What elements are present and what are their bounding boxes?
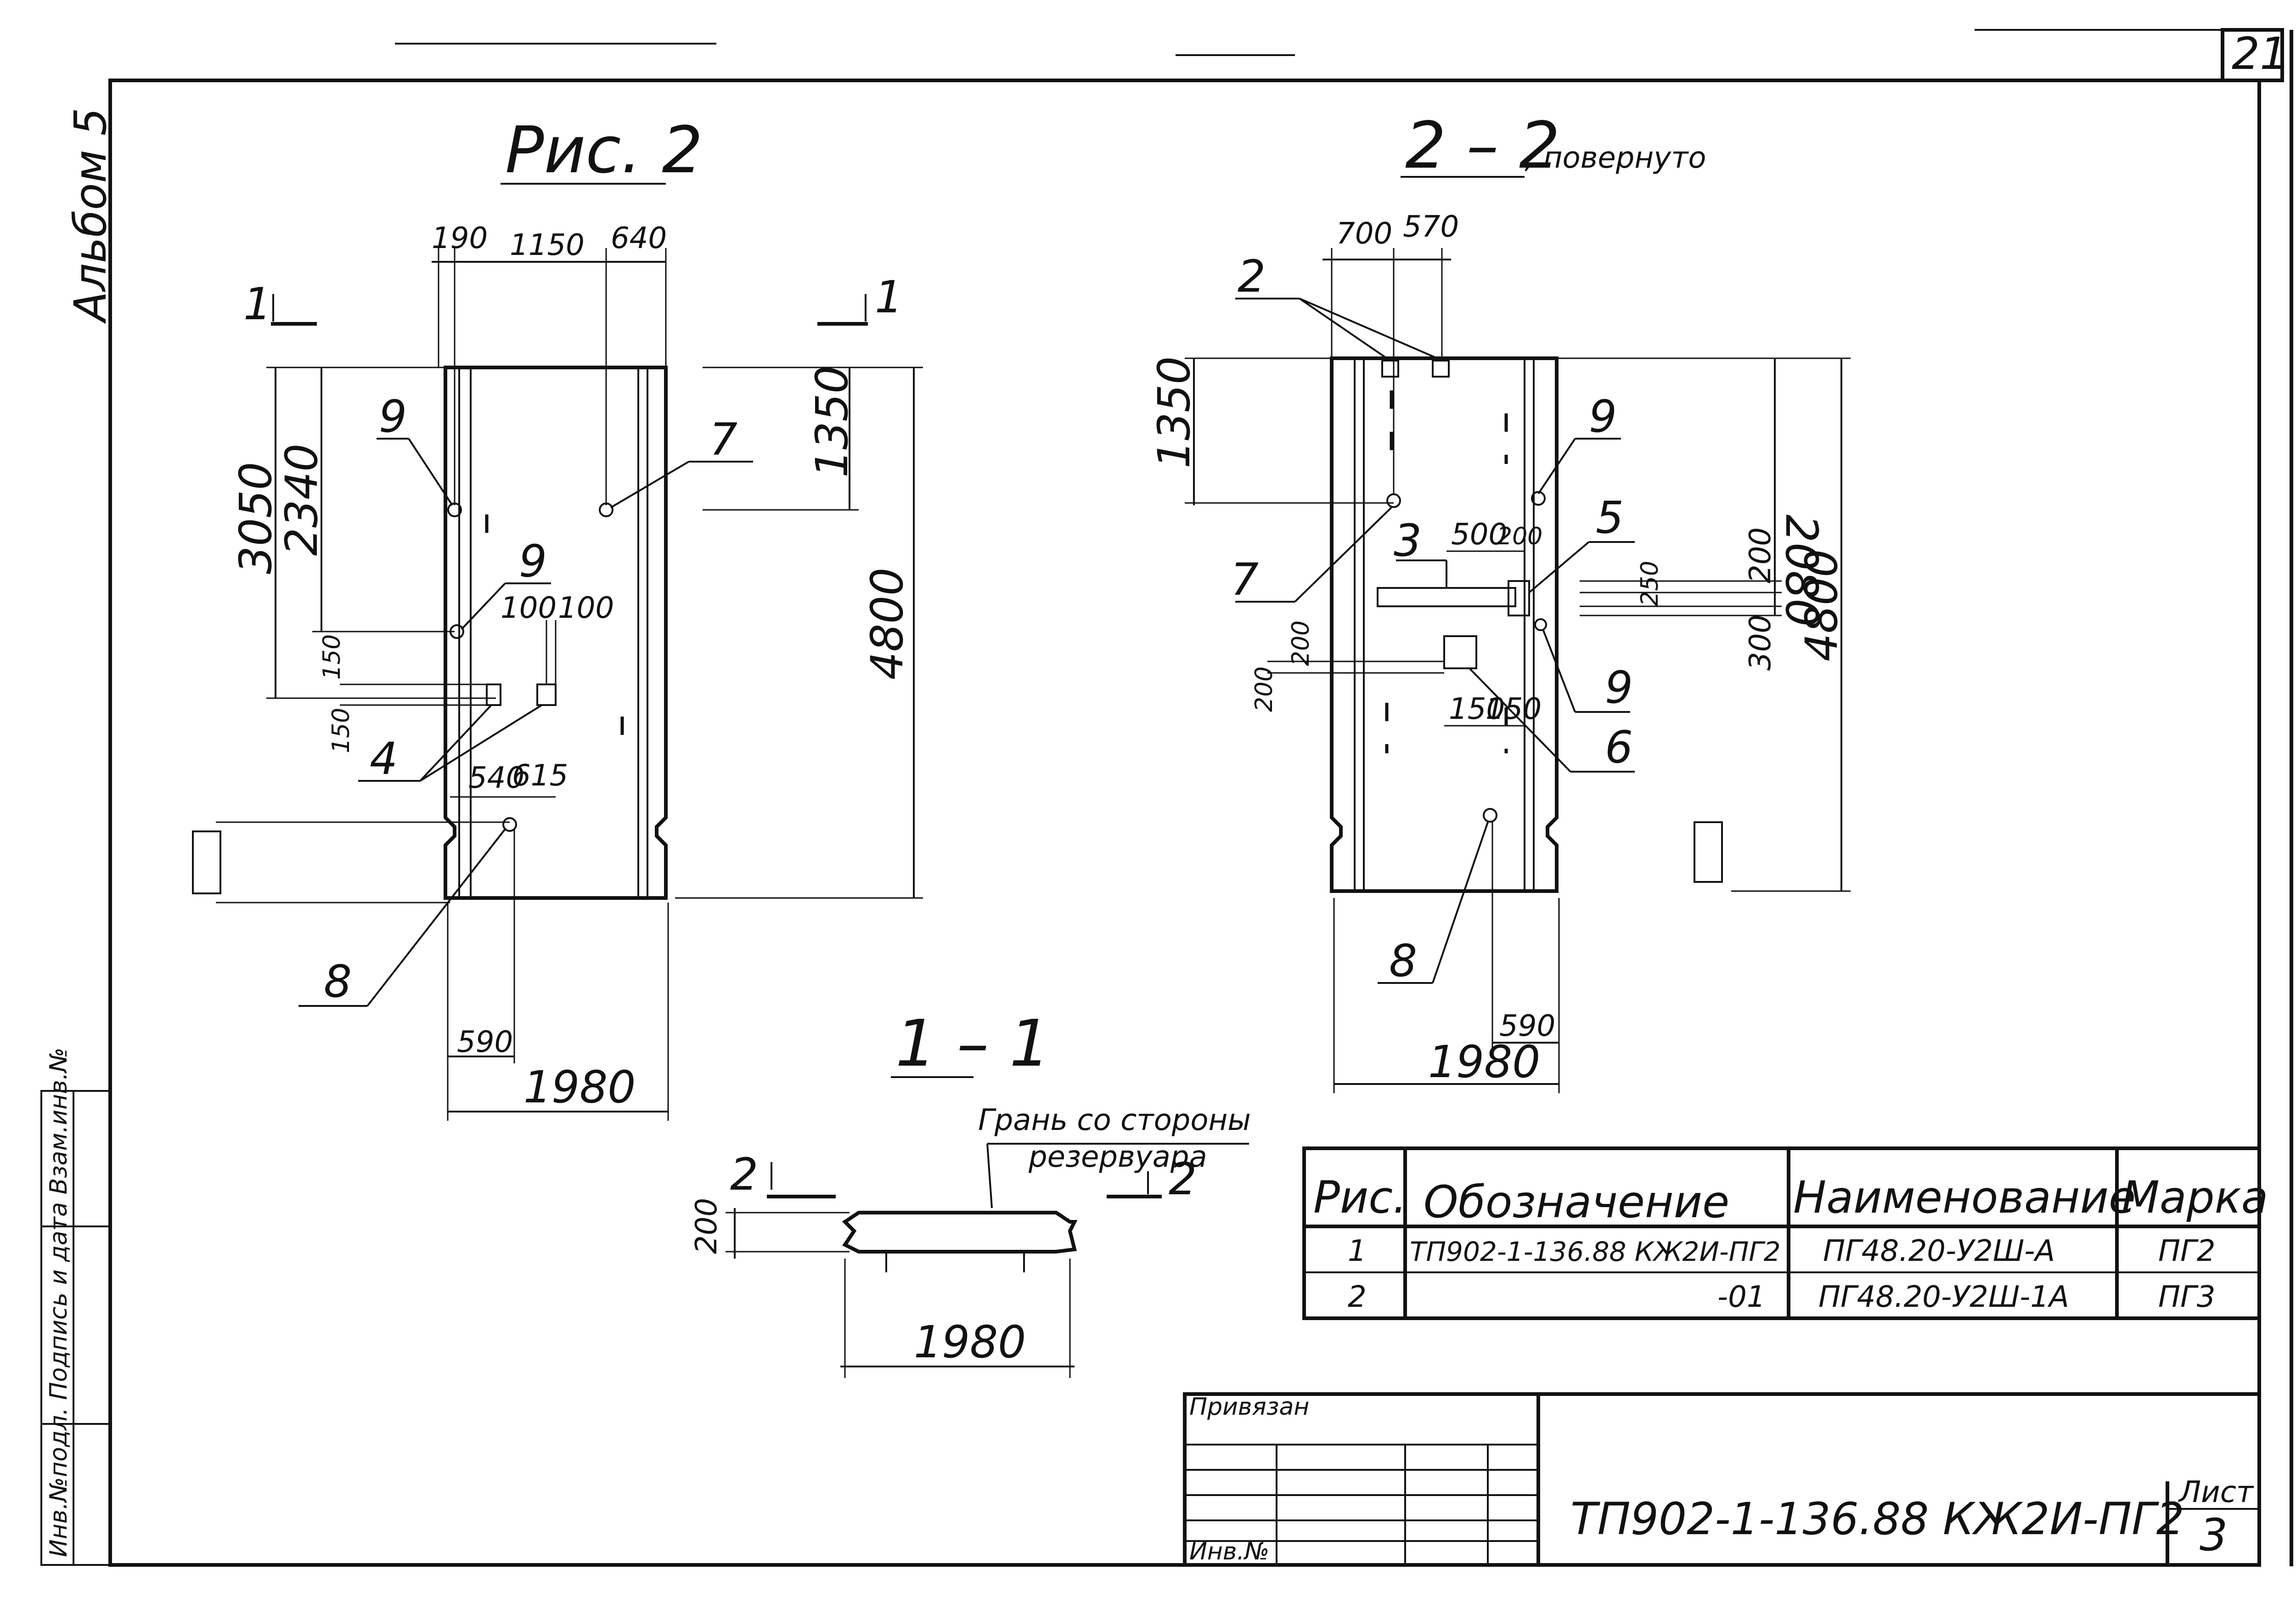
sec11-mark-left: 2	[730, 1149, 758, 1200]
section-1-1-drawing: 1 – 1 Грань со стороны резервуара 2 2 20…	[690, 1006, 1251, 1378]
fig2-dim-100a: 100	[501, 591, 557, 625]
fig2-dim-1980: 1980	[523, 1062, 636, 1113]
fig2-dim-1350: 1350	[806, 366, 858, 478]
fig2-callout-9b: 9	[519, 536, 547, 587]
side-stamp	[40, 1090, 111, 1566]
sec22-callout-6: 6	[1605, 722, 1633, 773]
sec22-dim-150a: 150	[1449, 692, 1505, 726]
sec22-dim-250: 250	[1636, 561, 1664, 606]
fig2-drawing: Рис. 2 1 1 190 1150 640	[192, 113, 923, 1121]
fig2-dim-100b: 100	[558, 591, 614, 625]
sec22-callout-2: 2	[1238, 251, 1266, 302]
sec22-callout-9a: 9	[1589, 391, 1617, 442]
spec-row2-fig: 2	[1348, 1280, 1367, 1314]
spec-row2-designation: -01	[1717, 1280, 1766, 1314]
fig2-callout-4: 4	[370, 733, 398, 785]
sec22-subtitle: , повернуто	[1525, 141, 1706, 175]
sec22-dim-200b: 200	[1250, 666, 1278, 712]
sec22-dim-4800: 4800	[1796, 549, 1847, 661]
fig2-callout-9a: 9	[379, 391, 407, 442]
fig2-callout-8: 8	[324, 956, 352, 1007]
sec22-title: 2 – 2	[1405, 108, 1560, 183]
fig2-dim-540: 540	[468, 761, 524, 795]
spec-row1-mark: ПГ2	[2158, 1234, 2216, 1268]
spec-header-designation: Обозначение	[1424, 1176, 1729, 1228]
sec11-dim-1980: 1980	[914, 1316, 1026, 1368]
spec-row2-name: ПГ48.20-У2Ш-1А	[1818, 1280, 2069, 1314]
sec11-note-line1: Грань со стороны	[978, 1103, 1251, 1137]
fig2-dim-150a: 150	[318, 634, 346, 680]
section-2-2-drawing: 2 – 2 , повернуто 700 570	[1148, 108, 1851, 1093]
sec11-title: 1 – 1	[895, 1006, 1050, 1081]
title-block-designation: ТП902-1-136.88 КЖ2И-ПГ2	[1570, 1493, 2184, 1545]
fig2-dim-615: 615	[512, 759, 568, 793]
sec22-dim-150b: 150	[1486, 692, 1542, 726]
fig2-title: Рис. 2	[505, 113, 703, 188]
sec22-dim-200: 200	[1744, 527, 1778, 583]
title-block-privyazan: Привязан	[1189, 1393, 1309, 1421]
fig2-dim-3050: 3050	[230, 462, 281, 574]
sec11-dim-200: 200	[690, 1198, 724, 1254]
fig2-dim-2340: 2340	[276, 444, 327, 556]
side-stamp-text: Инв.№подл. Подпись и дата Взам.инв.№	[45, 1048, 73, 1557]
sec22-dim-1350: 1350	[1148, 356, 1200, 469]
fig2-dim-1150: 1150	[510, 228, 585, 262]
sec22-callout-5: 5	[1596, 492, 1624, 543]
sec22-dim-700: 700	[1336, 217, 1392, 251]
sec22-callout-3: 3	[1394, 515, 1422, 566]
fig2-dim-190: 190	[432, 221, 488, 255]
spec-row1-name: ПГ48.20-У2Ш-А	[1823, 1234, 2055, 1268]
spec-header-fig: Рис.	[1313, 1172, 1407, 1223]
title-block	[1183, 1392, 2259, 1567]
sec11-note-line2: резервуара	[1028, 1140, 1207, 1174]
spec-row2-mark: ПГ3	[2158, 1280, 2216, 1314]
sec22-dim-200a: 200	[1287, 621, 1315, 666]
sec22-callout-7: 7	[1231, 554, 1259, 605]
fig2-dim-150b: 150	[327, 708, 355, 753]
sec22-dim-h200: 200	[1497, 523, 1542, 550]
spec-row1-designation: ТП902-1-136.88 КЖ2И-ПГ2	[1410, 1236, 1781, 1267]
album-label: Альбом 5	[65, 107, 116, 324]
sec22-dim-500: 500	[1451, 518, 1507, 552]
sec22-dim-300: 300	[1744, 615, 1778, 671]
spec-table	[1302, 1146, 2261, 1320]
sec22-dim-1980: 1980	[1428, 1036, 1540, 1088]
sec22-callout-9b: 9	[1605, 662, 1633, 713]
sec22-dim-2080: 2080	[1776, 514, 1827, 627]
fig2-section-mark-right: 1	[875, 271, 903, 323]
sec22-callout-8: 8	[1389, 935, 1417, 987]
fig2-dim-4800: 4800	[861, 568, 913, 680]
fig2-dim-640: 640	[611, 221, 667, 255]
title-block-sheet-label: Лист	[2178, 1475, 2254, 1509]
fig2-section-mark-left: 1	[243, 278, 271, 330]
spec-header-name: Наименование	[1793, 1172, 2136, 1223]
spec-row1-fig: 1	[1348, 1234, 1367, 1268]
sec11-mark-right: 2	[1169, 1153, 1197, 1205]
fig2-callout-7: 7	[709, 414, 737, 465]
title-block-inv: Инв.№	[1189, 1538, 1269, 1565]
title-block-sheet-number: 3	[2200, 1509, 2228, 1561]
fig2-dim-590: 590	[457, 1025, 513, 1059]
spec-header-mark: Марка	[2122, 1172, 2268, 1223]
sec22-dim-570: 570	[1403, 210, 1459, 244]
corner-number: 21	[2232, 28, 2288, 79]
sec22-dim-590: 590	[1499, 1009, 1555, 1043]
